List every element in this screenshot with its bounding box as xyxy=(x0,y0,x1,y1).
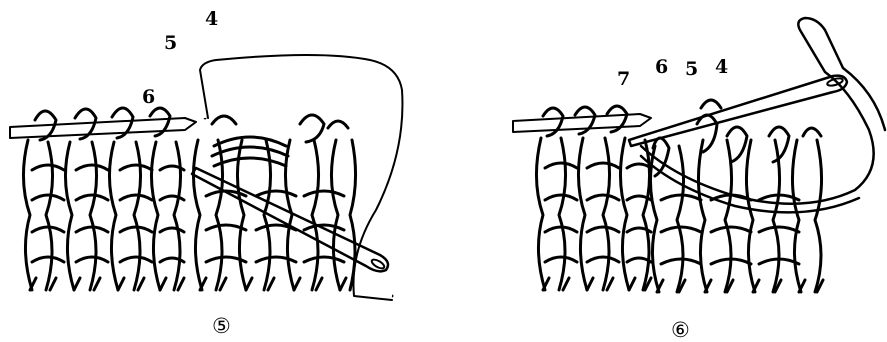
yarn-strand xyxy=(196,51,406,300)
figure-6-illustration xyxy=(445,0,887,342)
figure-5-caption: ⑤ xyxy=(212,316,231,337)
stitch-label-6: 6 xyxy=(655,58,668,77)
knitting-needle xyxy=(513,114,651,132)
figure-6: 7 6 5 4 ⑥ xyxy=(445,0,887,342)
fabric-right xyxy=(193,137,355,290)
fabric-left xyxy=(23,140,184,290)
figure-6-caption: ⑥ xyxy=(671,320,690,341)
stitch-label-7: 7 xyxy=(617,70,630,89)
figure-5: 5 4 6 ⑤ xyxy=(0,0,445,342)
stitch-label-4: 4 xyxy=(715,58,728,77)
stitch-label-5: 5 xyxy=(685,60,698,79)
yarn-strand xyxy=(641,18,885,212)
stitch-label-6: 6 xyxy=(142,88,155,107)
tapestry-needle xyxy=(629,76,847,146)
figure-5-illustration xyxy=(0,0,445,342)
fabric-left xyxy=(536,138,651,290)
stitch-label-5: 5 xyxy=(164,34,177,53)
stitch-label-4: 4 xyxy=(205,10,218,29)
